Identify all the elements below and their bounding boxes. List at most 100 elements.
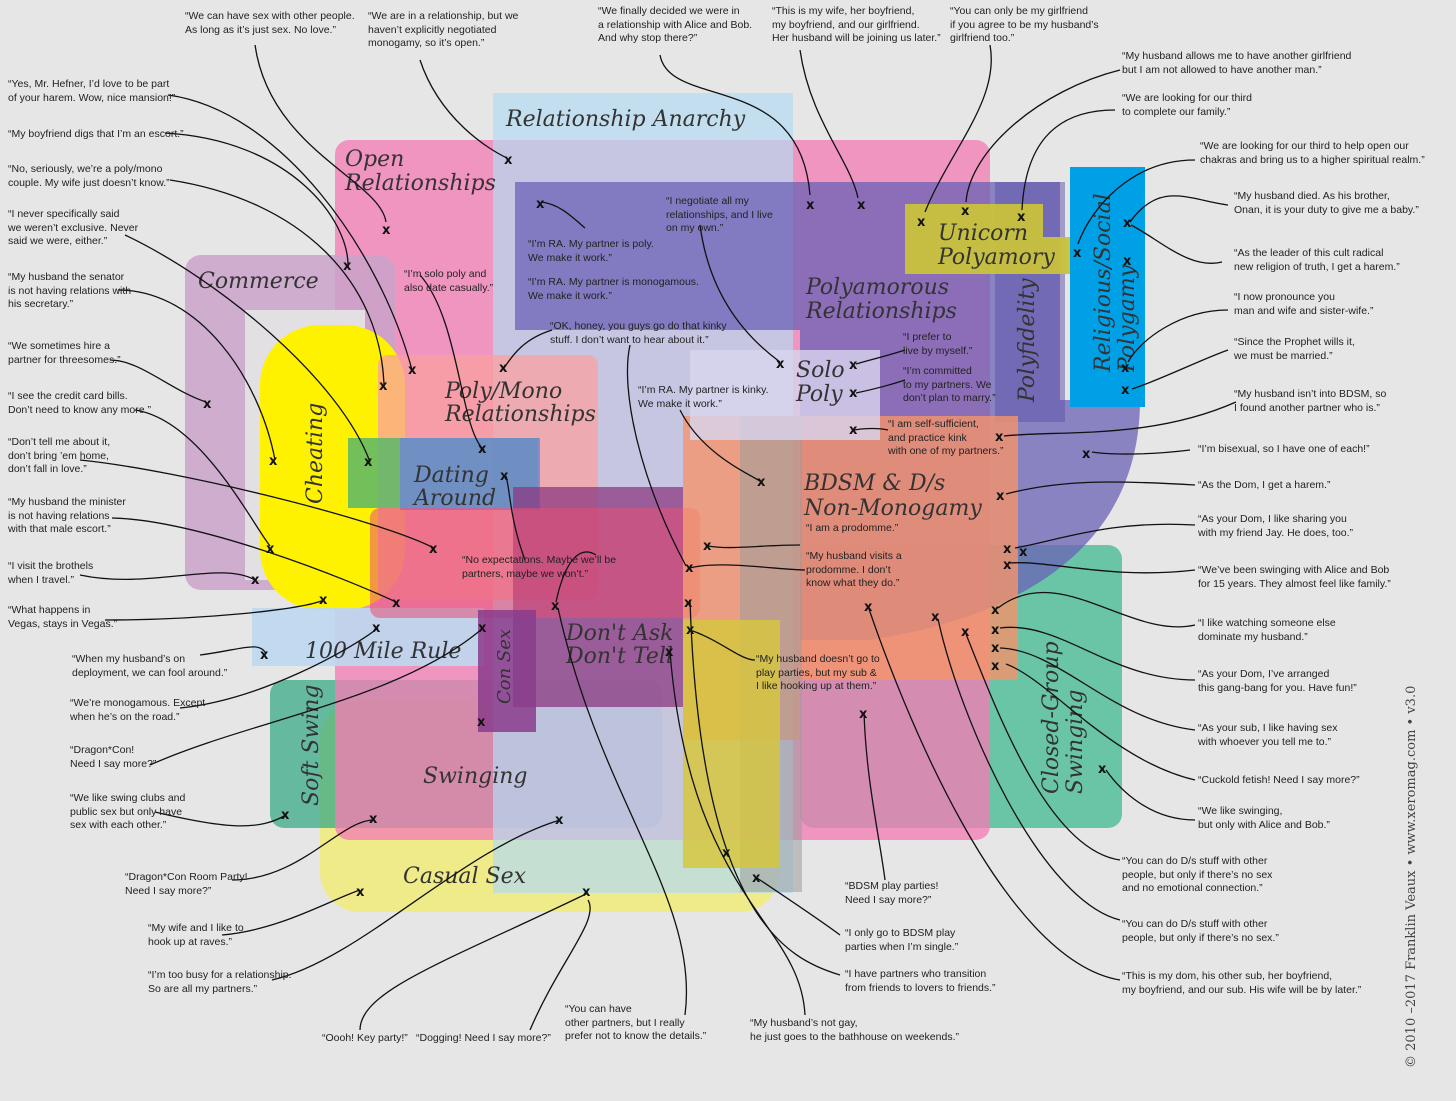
quote: “I’m solo poly and also date casually.” <box>404 268 494 294</box>
quote: “OK, honey, you guys go do that kinky st… <box>550 320 727 346</box>
x-mark: x <box>849 386 858 401</box>
quote: “Since the Prophet wills it, we must be … <box>1234 336 1355 362</box>
quote: “We are looking for our third to help op… <box>1200 140 1425 166</box>
x-mark: x <box>1073 246 1082 261</box>
region-unicorn <box>905 204 1043 274</box>
region-cheat-band <box>370 508 700 618</box>
x-mark: x <box>392 596 401 611</box>
region-kink-yellow <box>683 620 780 868</box>
x-mark: x <box>260 648 269 663</box>
label-commerce: Commerce <box>198 269 319 294</box>
x-mark: x <box>859 707 868 722</box>
quote: “I am a prodomme.” <box>806 522 899 534</box>
quote: “My husband visits a prodomme. I don’t k… <box>806 550 902 590</box>
x-mark: x <box>477 715 486 730</box>
x-mark: x <box>917 215 926 230</box>
x-mark: x <box>1017 210 1026 225</box>
x-mark: x <box>864 600 873 615</box>
x-mark: x <box>504 153 513 168</box>
quote: “I now pronounce you man and wife and si… <box>1234 291 1374 317</box>
quote: “As your Dom, I’ve arranged this gang-ba… <box>1198 668 1357 694</box>
x-mark: x <box>1123 254 1132 269</box>
x-mark: x <box>555 813 564 828</box>
x-mark: x <box>991 641 1000 656</box>
x-mark: x <box>1121 383 1130 398</box>
x-mark: x <box>343 259 352 274</box>
x-mark: x <box>931 610 940 625</box>
quote: “I prefer to live by myself.” <box>903 331 973 357</box>
quote: “I’m too busy for a relationship. So are… <box>148 969 292 995</box>
x-mark: x <box>849 358 858 373</box>
x-mark: x <box>991 603 1000 618</box>
quote: “We are looking for our third to complet… <box>1122 92 1252 118</box>
quote: “This is my wife, her boyfriend, my boyf… <box>772 5 941 45</box>
label-cheating: Cheating <box>303 403 328 504</box>
x-mark: x <box>776 357 785 372</box>
quote: “I’m RA. My partner is kinky. We make it… <box>638 384 769 410</box>
quote: “When my husband’s on deployment, we can… <box>72 653 228 679</box>
x-mark: x <box>991 659 1000 674</box>
quote: “We’ve been swinging with Alice and Bob … <box>1198 564 1391 590</box>
quote: “I see the credit card bills. Don’t need… <box>8 390 151 416</box>
quote: “As the Dom, I get a harem.” <box>1198 479 1331 491</box>
quote: “We finally decided we were in a relatio… <box>598 5 753 45</box>
region-solo-poly <box>690 350 880 440</box>
x-mark: x <box>703 539 712 554</box>
x-mark: x <box>1003 542 1012 557</box>
x-mark: x <box>722 846 731 861</box>
quote: “I have partners who transition from fri… <box>845 968 996 994</box>
quote: “I’m RA. My partner is poly. We make it … <box>528 238 654 264</box>
label-swinging: Swinging <box>423 764 527 789</box>
x-mark: x <box>536 197 545 212</box>
quote: “My husband the senator is not having re… <box>8 271 132 311</box>
copyright-credit: © 2010 –2017 Franklin Veaux • www.xeroma… <box>1404 685 1419 1068</box>
quote: “As your sub, I like having sex with who… <box>1198 722 1338 748</box>
x-mark: x <box>961 625 970 640</box>
x-mark: x <box>752 871 761 886</box>
quote: “I never specifically said we weren’t ex… <box>8 208 139 248</box>
quote: “I’m bisexual, so I have one of each!” <box>1198 443 1370 455</box>
quote: “BDSM play parties! Need I say more?” <box>845 880 939 906</box>
x-mark: x <box>500 469 509 484</box>
x-mark: x <box>382 223 391 238</box>
x-mark: x <box>685 561 694 576</box>
quote: “No, seriously, we’re a poly/mono couple… <box>8 163 170 189</box>
quote: “My husband the minister is not having r… <box>8 496 126 536</box>
quote: “My husband doesn’t go to play parties, … <box>756 653 880 693</box>
x-mark: x <box>356 885 365 900</box>
quote: “This is my dom, his other sub, her boyf… <box>1122 970 1362 996</box>
x-mark: x <box>996 489 1005 504</box>
x-mark: x <box>686 623 695 638</box>
x-mark: x <box>665 645 674 660</box>
label-religious: Religious/SocialPolygamy <box>1091 193 1140 373</box>
quote: “Dragon*Con! Need I say more?” <box>70 744 157 770</box>
label-relationship-anarchy: Relationship Anarchy <box>505 107 746 132</box>
quote: “Dogging! Need I say more?” <box>416 1032 551 1044</box>
x-mark: x <box>1003 558 1012 573</box>
region-religious-polygamy <box>1070 167 1145 407</box>
x-mark: x <box>319 593 328 608</box>
x-mark: x <box>478 442 487 457</box>
x-mark: x <box>961 204 970 219</box>
x-mark: x <box>408 363 417 378</box>
x-mark: x <box>251 573 260 588</box>
quote: “What happens in Vegas, stays in Vegas.” <box>8 604 118 630</box>
x-mark: x <box>379 379 388 394</box>
quote: “As the leader of this cult radical new … <box>1234 247 1400 273</box>
quote: “We are in a relationship, but we haven’… <box>368 10 519 50</box>
x-mark: x <box>849 423 858 438</box>
x-mark: x <box>269 454 278 469</box>
quote: “No expectations. Maybe we’ll be partner… <box>462 554 617 580</box>
label-100-mile: 100 Mile Rule <box>305 639 461 664</box>
x-mark: x <box>364 455 373 470</box>
quote: “Dragon*Con Room Party! Need I say more?… <box>125 871 248 897</box>
x-mark: x <box>857 198 866 213</box>
quote: “As your Dom, I like sharing you with my… <box>1198 513 1354 539</box>
